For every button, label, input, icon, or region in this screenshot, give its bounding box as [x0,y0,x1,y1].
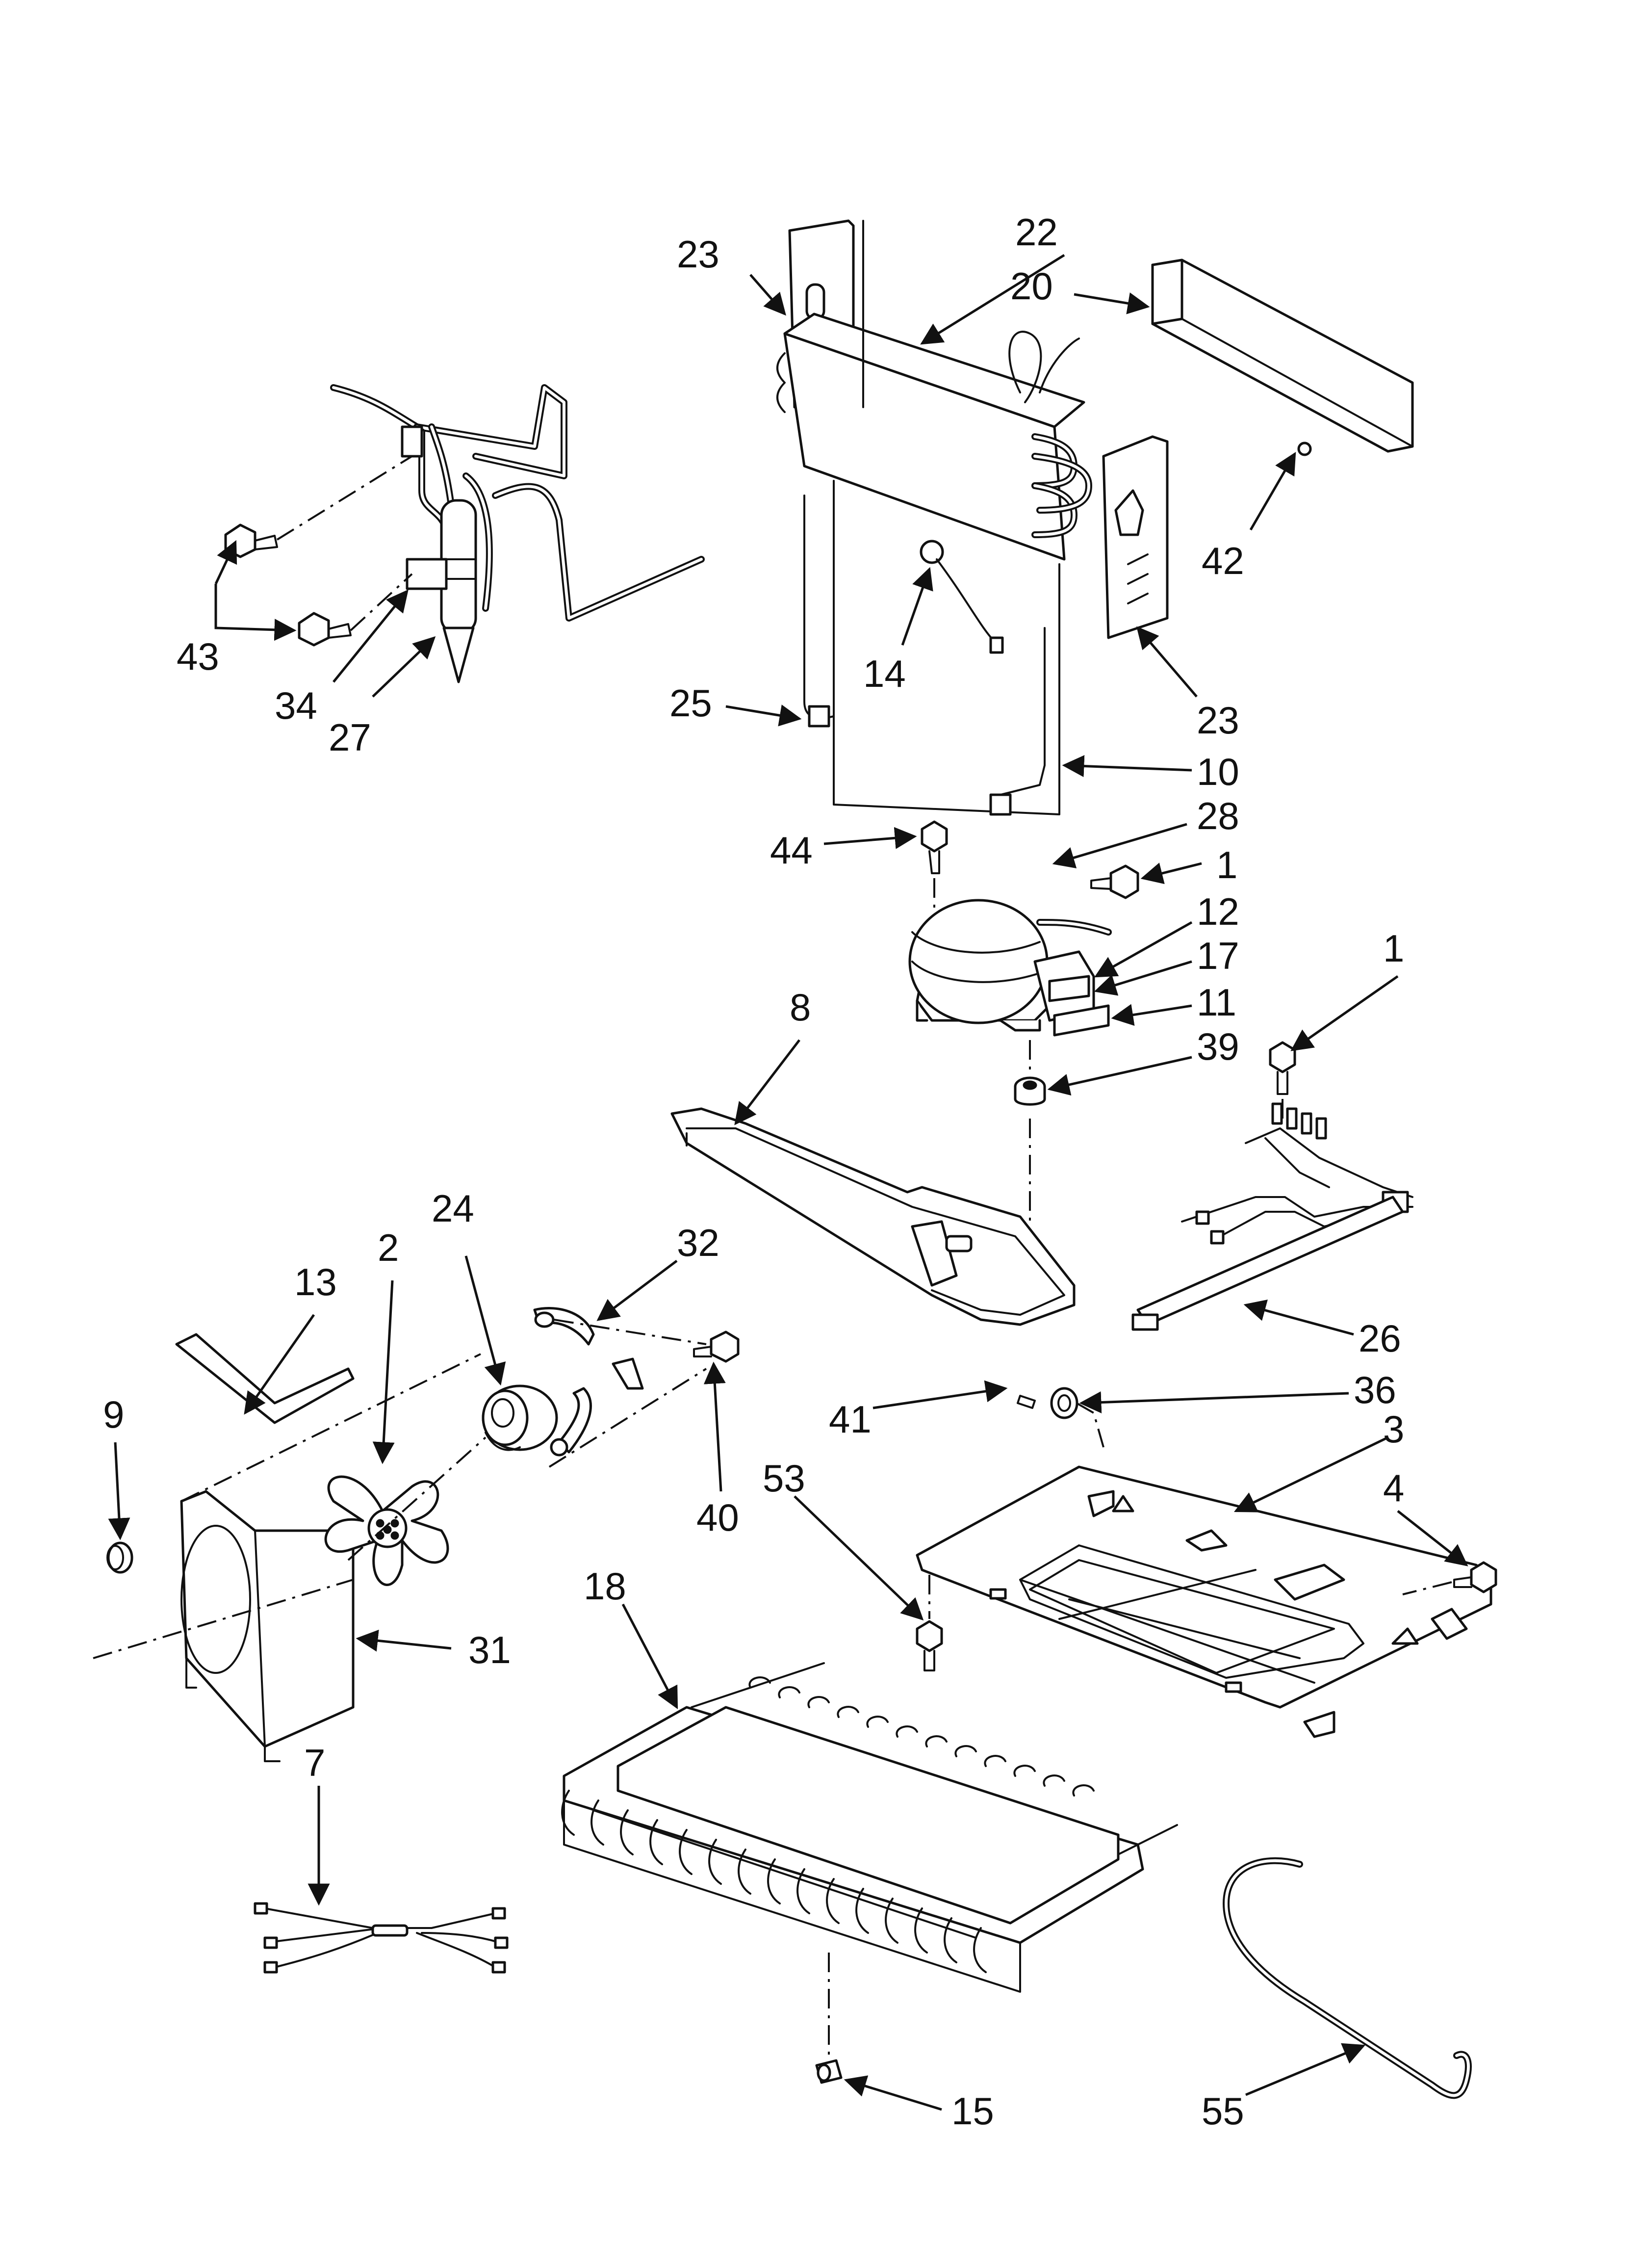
nut-36 [1017,1387,1078,1419]
callout-25: 25 [669,681,712,725]
callout-24: 24 [432,1187,474,1230]
callout-13: 13 [294,1260,337,1303]
screw-4 [1453,1561,1497,1593]
grommet-9 [106,1541,133,1574]
clip-15 [815,2059,843,2084]
callout-36: 36 [1354,1368,1396,1411]
callout-15: 15 [951,2089,994,2133]
callout-43: 43 [177,635,219,678]
screw-43-lower [298,612,352,647]
fan-blade [324,1475,449,1586]
callout-9: 9 [103,1393,124,1436]
drier-assembly [330,384,705,683]
screw-axis-43 [276,455,413,541]
condenser-coil [561,1662,1178,1993]
fan-axis-lower [93,1368,707,1659]
callout-12: 12 [1197,890,1239,933]
callout-27: 27 [329,716,371,759]
fan-axis-mid [347,1436,487,1561]
fan-bracket-13 [175,1333,355,1424]
callout-1-harness: 1 [1383,927,1404,970]
drain-pan [670,1107,1076,1326]
callout-42: 42 [1202,539,1244,582]
evaporator-assembly [776,219,1092,815]
fan-motor [482,1384,558,1451]
screw-axis-4 [1402,1581,1452,1595]
evaporator-bracket-right [1102,435,1169,639]
callout-3: 3 [1383,1408,1404,1451]
grommet [1014,1076,1046,1106]
evaporator-cover [1151,259,1414,456]
screw-43-upper [224,523,278,558]
callout-40: 40 [696,1496,739,1539]
callout-14: 14 [863,652,906,695]
callout-8: 8 [790,986,811,1029]
power-cord-harness [1131,1102,1413,1331]
callout-41: 41 [829,1398,872,1441]
callout-53: 53 [763,1457,805,1500]
callout-39: 39 [1197,1025,1239,1068]
callout-23-right: 23 [1197,699,1239,742]
callout-44: 44 [770,829,813,872]
screw-40 [693,1330,740,1363]
callout-18: 18 [584,1564,626,1608]
callout-22: 22 [1015,210,1058,254]
defrost-thermostat [920,540,1004,654]
screw-1-compressor [1090,864,1139,899]
callout-11: 11 [1197,981,1236,1024]
mount-clip-32 [533,1307,644,1457]
callout-7: 7 [304,1741,325,1784]
callout-28: 28 [1197,794,1239,837]
condenser-fan-shroud [180,1490,355,1762]
leader-lines [108,254,1468,2111]
screw-53 [916,1620,943,1671]
screw-axis-34 [350,573,413,631]
callout-23-top: 23 [677,233,719,276]
callout-1-compressor: 1 [1216,843,1237,886]
compressor [908,899,1112,1037]
callout-34: 34 [275,684,317,727]
callout-10: 10 [1197,750,1239,793]
callout-55: 55 [1202,2089,1244,2133]
callout-17: 17 [1197,934,1239,977]
callout-4: 4 [1383,1466,1404,1510]
callout-31: 31 [468,1628,511,1671]
callout-20: 20 [1010,264,1053,308]
fan-axis-upper [181,1319,707,1502]
machine-compartment-base [916,1465,1492,1738]
screw-1-harness [1269,1041,1296,1095]
callout-26: 26 [1359,1317,1401,1360]
callout-32: 32 [677,1221,719,1264]
nut-axis-36 [1076,1402,1104,1448]
callout-2: 2 [378,1226,399,1269]
drain-tube [1223,1857,1472,2099]
callout-labels: 23 22 20 42 23 14 25 10 28 44 1 12 17 11… [103,210,1404,2133]
screw-44 [921,820,948,874]
fan-wiring-harness [254,1902,509,1974]
defrost-heater [803,495,1046,816]
